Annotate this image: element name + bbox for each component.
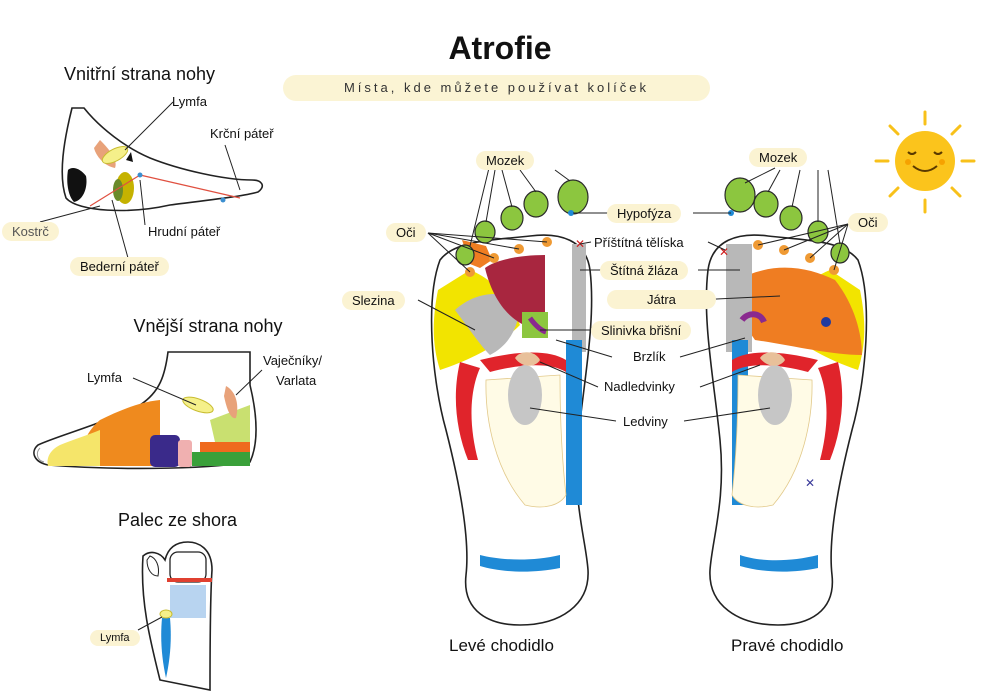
page-title: Atrofie	[448, 30, 552, 66]
outer-label-vajecniky: Vaječníky/	[263, 353, 323, 368]
label-slinivka: Slinivka břišní	[591, 321, 692, 340]
page-subtitle: Místa, kde můžete používat kolíček	[283, 75, 710, 101]
sun-icon	[874, 110, 976, 214]
label-stitna: Štítná žláza	[600, 261, 688, 280]
label-brzlik: Brzlík	[633, 349, 666, 364]
label-jatra: Játra	[607, 290, 716, 309]
thumb-illustration	[137, 541, 213, 691]
caption-left-sole: Levé chodidlo	[449, 636, 554, 655]
caption-right-sole: Pravé chodidlo	[731, 636, 844, 655]
inner-label-kostrc: Kostrč	[2, 222, 59, 241]
left-sole-illustration: ✕	[430, 179, 593, 626]
thumb-title: Palec ze shora	[117, 510, 238, 530]
label-oci-right: Oči	[848, 213, 888, 232]
svg-text:✕: ✕	[805, 476, 815, 490]
label-hypofyza: Hypofýza	[607, 204, 682, 223]
outer-label-varlata: Varlata	[276, 373, 317, 388]
label-mozek-left: Mozek	[476, 151, 535, 170]
label-ledviny: Ledviny	[623, 414, 668, 429]
inner-label-krcni: Krční páteř	[210, 126, 274, 141]
inner-label-lymfa: Lymfa	[172, 94, 207, 109]
outer-foot-illustration	[33, 351, 257, 470]
inner-label-bederni: Bederní páteř	[70, 257, 169, 276]
leader-lines	[39, 101, 849, 422]
inner-foot-title: Vnitřní strana nohy	[63, 64, 216, 84]
outer-label-lymfa: Lymfa	[87, 370, 122, 385]
inner-label-hrudni: Hrudní páteř	[148, 224, 221, 239]
svg-text:✕: ✕	[719, 245, 729, 259]
right-sole-illustration: ✕ ✕	[705, 177, 868, 626]
inner-foot-illustration	[61, 107, 264, 212]
thumb-label-lymfa: Lymfa	[90, 630, 140, 646]
label-pristitna: Příštítná tělíska	[594, 235, 684, 250]
label-oci-left: Oči	[386, 223, 426, 242]
label-mozek-right: Mozek	[749, 148, 808, 167]
label-nadledvinky: Nadledvinky	[604, 379, 675, 394]
outer-foot-title: Vnější strana nohy	[133, 316, 283, 336]
label-slezina: Slezina	[342, 291, 405, 310]
